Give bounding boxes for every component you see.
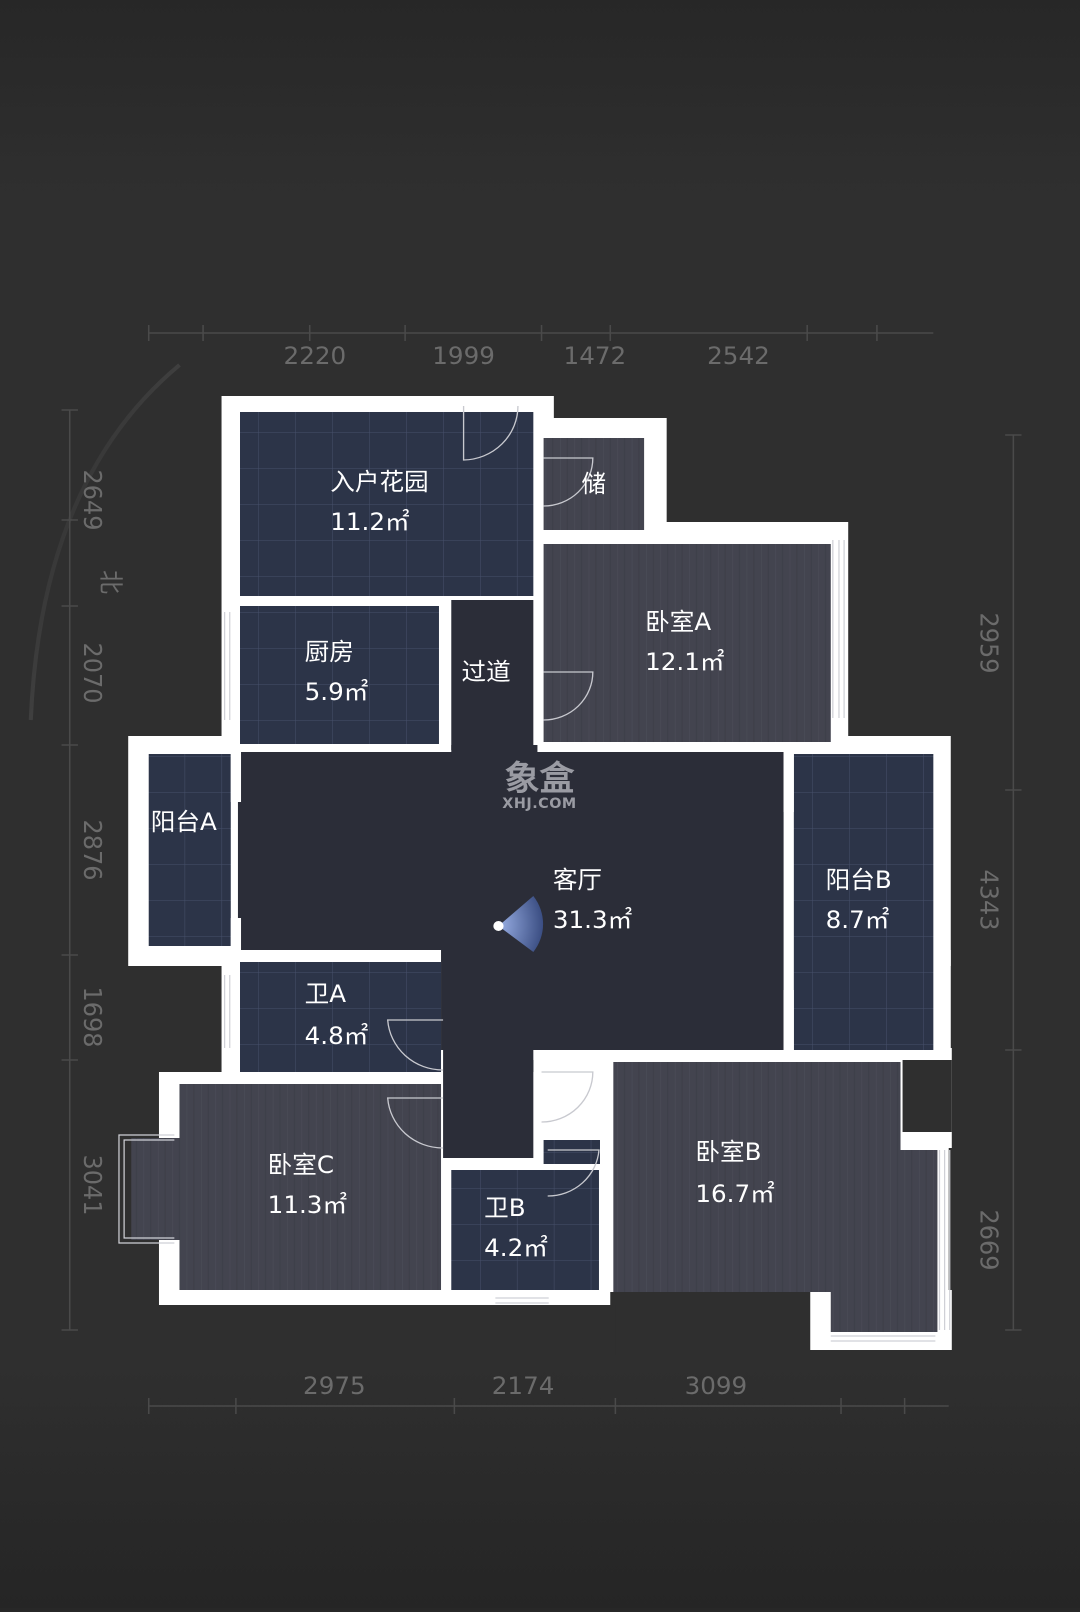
label-balcony-a: 阳台A [151,807,217,836]
area-bath-b: 4.2㎡ [484,1233,548,1262]
dim-right-3: 2669 [974,1209,1003,1270]
label-balcony-b: 阳台B [826,865,892,894]
label-bedroom-c: 卧室C [268,1150,334,1179]
label-bath-b: 卫B [484,1193,525,1222]
label-kitchen: 厨房 [305,637,354,666]
area-entry-garden: 11.2㎡ [330,507,409,536]
area-bath-a: 4.8㎡ [305,1021,369,1050]
dimension-lines [61,325,1022,1414]
room-living-room[interactable] [237,600,784,1158]
room-bedroom-b[interactable] [613,1062,938,1332]
dim-left-4: 1698 [78,986,107,1047]
dim-top-2: 1999 [432,341,495,370]
label-living-room: 客厅 [553,865,602,894]
room-storage[interactable] [543,438,645,530]
room-entry-garden[interactable] [240,412,534,596]
outer-notch [123,1305,616,1355]
room-bath-a[interactable] [240,962,442,1072]
watermark-site: XHJ.COM [502,796,576,812]
compass: 北 [28,363,181,721]
dim-left-3: 2876 [78,819,107,880]
camera-viewpoint-icon[interactable] [493,896,544,952]
room-bedroom-a[interactable] [543,544,831,742]
label-corridor: 过道 [462,657,511,686]
dim-bottom-1: 2975 [303,1371,366,1400]
outer-notch [902,1060,952,1132]
outer-notch [610,1292,811,1352]
area-kitchen: 5.9㎡ [305,677,369,706]
room-balcony-b[interactable] [793,754,934,1050]
dim-right-1: 2959 [974,612,1003,673]
room-bath-b[interactable] [451,1170,599,1290]
area-bedroom-a: 12.1㎡ [645,647,724,676]
dim-left-1: 2649 [78,469,107,530]
dim-bottom-3: 3099 [685,1371,748,1400]
watermark: 象盒 XHJ.COM [502,759,576,812]
dim-right-2: 4343 [974,869,1003,930]
watermark-logo: 象盒 [505,759,575,798]
compass-north-label: 北 [96,570,125,594]
wall-stubs [230,752,794,1050]
doors [386,405,600,1197]
area-balcony-b: 8.7㎡ [826,905,890,934]
windows [118,540,951,1342]
dim-left-5: 3041 [78,1154,107,1215]
room-labels: 入户花园 11.2㎡ 储 卧室A 12.1㎡ 厨房 5.9㎡ 过道 阳台A 客厅… [151,467,892,1262]
label-bath-a: 卫A [305,979,347,1008]
dimension-labels: 2220 1999 1472 2542 2975 2174 3099 2649 … [78,341,1004,1400]
area-bedroom-b: 16.7㎡ [695,1179,774,1208]
label-bedroom-a: 卧室A [645,607,711,636]
dim-left-2: 2070 [78,642,107,703]
label-entry-garden: 入户花园 [330,467,428,496]
label-bedroom-b: 卧室B [695,1137,761,1166]
room-kitchen[interactable] [240,606,439,744]
dim-top-4: 2542 [707,341,770,370]
room-balcony-a[interactable] [148,754,231,946]
label-storage: 储 [582,469,607,498]
dim-top-1: 2220 [284,341,347,370]
area-bedroom-c: 11.3㎡ [268,1190,347,1219]
dim-top-3: 1472 [564,341,627,370]
bath-b-entry [543,1140,600,1164]
room-bedroom-c[interactable] [131,1084,442,1290]
dim-bottom-2: 2174 [492,1371,555,1400]
area-living-room: 31.3㎡ [553,905,632,934]
